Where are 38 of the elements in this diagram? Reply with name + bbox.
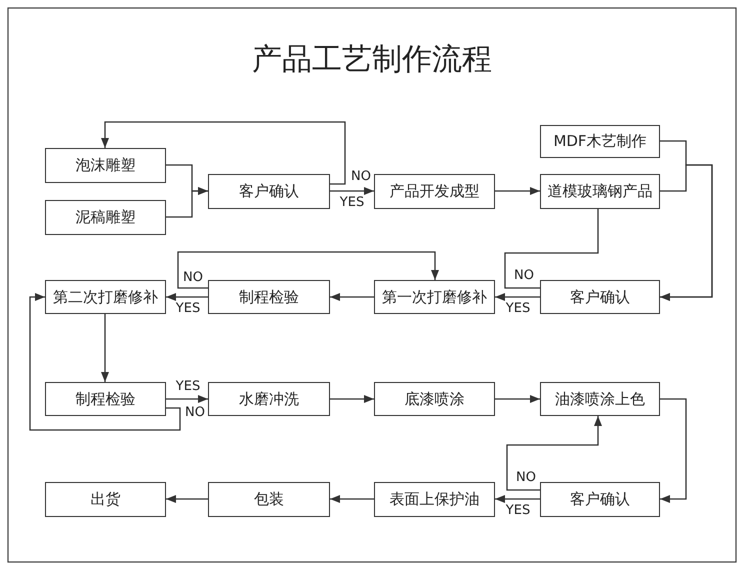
arrow [101, 121, 346, 185]
arrow [495, 293, 540, 301]
process-box: 底漆喷涂 [374, 382, 495, 416]
process-box: 第二次打磨修补 [45, 280, 166, 314]
title: 产品工艺制作流程 [252, 42, 492, 77]
arrow [330, 395, 374, 403]
arrow [29, 293, 181, 431]
arrow [495, 187, 540, 195]
arrow [166, 495, 208, 503]
arrow [330, 495, 374, 503]
process-box: 制程检验 [208, 280, 330, 314]
connector-line [504, 209, 599, 289]
process-box: 客户确认 [540, 280, 660, 314]
process-box: 油漆喷涂上色 [540, 382, 660, 416]
arrow [506, 416, 602, 491]
arrow [177, 251, 439, 289]
process-box: 水磨冲洗 [208, 382, 330, 416]
arrow [166, 395, 208, 403]
arrow [101, 314, 109, 382]
process-box: 第一次打磨修补 [374, 280, 495, 314]
arrow [330, 187, 374, 195]
process-box: 出货 [45, 482, 166, 517]
process-box: MDF木艺制作 [540, 125, 660, 158]
process-box: 客户确认 [540, 482, 660, 517]
arrow [660, 398, 687, 503]
process-box: 产品开发成型 [374, 174, 495, 209]
process-box: 泡沫雕塑 [45, 148, 166, 183]
arrow [166, 187, 208, 218]
arrow [495, 395, 540, 403]
process-box: 表面上保护油 [374, 482, 495, 517]
arrow [495, 495, 540, 503]
process-box: 包装 [208, 482, 330, 517]
process-box: 道模玻璃钢产品 [540, 174, 660, 209]
process-box: 泥稿雕塑 [45, 200, 166, 235]
process-box: 制程检验 [45, 382, 166, 416]
arrow [166, 293, 208, 301]
process-box: 客户确认 [208, 174, 330, 209]
arrow [330, 293, 374, 301]
